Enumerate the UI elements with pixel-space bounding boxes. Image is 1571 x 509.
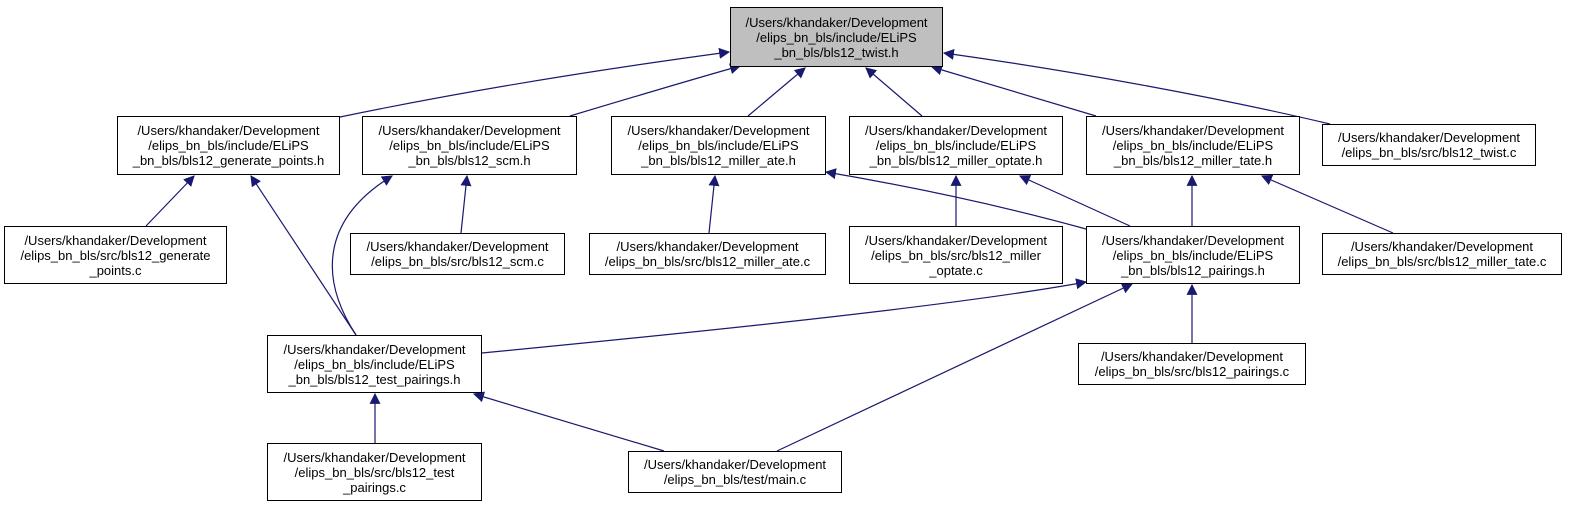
node-scm-h[interactable]: /Users/khandaker/Development /elips_bn_b… [362, 116, 577, 175]
node-miller-optate-h[interactable]: /Users/khandaker/Development /elips_bn_b… [849, 116, 1063, 175]
node-pairings-c[interactable]: /Users/khandaker/Development /elips_bn_b… [1078, 343, 1306, 385]
node-label: /Users/khandaker/Development /elips_bn_b… [1101, 232, 1285, 278]
node-main-c[interactable]: /Users/khandaker/Development /elips_bn_b… [628, 451, 842, 493]
edge-twist_c-to-twist_h [942, 48, 1331, 125]
node-label: /Users/khandaker/Development /elips_bn_b… [20, 232, 211, 278]
edge-miller_ate_h-to-twist_h [747, 67, 806, 117]
node-twist-c[interactable]: /Users/khandaker/Development /elips_bn_b… [1322, 124, 1536, 166]
edge-miller_tate_h-to-twist_h [930, 64, 1097, 117]
node-label: /Users/khandaker/Development /elips_bn_b… [864, 232, 1048, 278]
node-label: /Users/khandaker/Development /elips_bn_b… [1337, 239, 1547, 269]
node-scm-c[interactable]: /Users/khandaker/Development /elips_bn_b… [350, 233, 565, 275]
edge-pairings_h-to-miller_optate_h [1018, 175, 1131, 227]
node-label: /Users/khandaker/Development /elips_bn_b… [366, 239, 549, 269]
node-label: /Users/khandaker/Development /elips_bn_b… [132, 123, 325, 168]
node-miller-optate-c[interactable]: /Users/khandaker/Development /elips_bn_b… [849, 226, 1063, 284]
node-miller-ate-c[interactable]: /Users/khandaker/Development /elips_bn_b… [589, 233, 826, 275]
node-label: /Users/khandaker/Development /elips_bn_b… [627, 123, 810, 168]
node-label: /Users/khandaker/Development /elips_bn_b… [283, 449, 466, 495]
edge-scm_c-to-scm_h [460, 174, 472, 234]
node-label: /Users/khandaker/Development /elips_bn_b… [745, 14, 928, 60]
edge-miller_optate_h-to-twist_h [865, 67, 923, 117]
edge-test_pairings_h-to-generate_points_h [250, 175, 357, 336]
node-label: /Users/khandaker/Development /elips_bn_b… [643, 457, 827, 487]
node-miller-ate-h[interactable]: /Users/khandaker/Development /elips_bn_b… [611, 116, 826, 175]
edge-main_c-to-test_pairings_h [472, 391, 665, 452]
node-label: /Users/khandaker/Development /elips_bn_b… [1337, 130, 1521, 160]
edge-main_c-to-pairings_h [776, 283, 1133, 452]
node-generate-points-h[interactable]: /Users/khandaker/Development /elips_bn_b… [117, 116, 340, 175]
node-label: /Users/khandaker/Development /elips_bn_b… [1094, 349, 1290, 379]
node-miller-tate-c[interactable]: /Users/khandaker/Development /elips_bn_b… [1322, 233, 1562, 275]
edge-test_pairings_h-to-pairings_h [481, 278, 1088, 354]
node-pairings-h[interactable]: /Users/khandaker/Development /elips_bn_b… [1086, 226, 1300, 284]
node-label: /Users/khandaker/Development /elips_bn_b… [283, 341, 466, 387]
edges-layer [145, 47, 1394, 452]
edge-miller_tate_c-to-miller_tate_h [1260, 174, 1394, 234]
node-label: /Users/khandaker/Development /elips_bn_b… [604, 239, 811, 269]
node-label: /Users/khandaker/Development /elips_bn_b… [864, 123, 1048, 168]
edge-miller_ate_c-to-miller_ate_h [708, 174, 720, 234]
node-label: /Users/khandaker/Development /elips_bn_b… [378, 123, 561, 168]
node-generate-points-c[interactable]: /Users/khandaker/Development /elips_bn_b… [4, 226, 227, 284]
edge-pairings_h-to-miller_ate_h [824, 168, 1087, 230]
edge-test_pairings_h-to-scm_h [331, 175, 393, 336]
node-test-pairings-h[interactable]: /Users/khandaker/Development /elips_bn_b… [267, 335, 482, 393]
node-miller-tate-h[interactable]: /Users/khandaker/Development /elips_bn_b… [1086, 116, 1300, 175]
edge-generate_points_c-to-generate_points_h [145, 175, 195, 227]
node-twist-h[interactable]: /Users/khandaker/Development /elips_bn_b… [730, 7, 943, 67]
node-test-pairings-c[interactable]: /Users/khandaker/Development /elips_bn_b… [267, 443, 482, 501]
edge-generate_points_h-to-twist_h [339, 47, 731, 118]
edge-scm_h-to-twist_h [569, 63, 742, 117]
node-label: /Users/khandaker/Development /elips_bn_b… [1101, 123, 1285, 168]
